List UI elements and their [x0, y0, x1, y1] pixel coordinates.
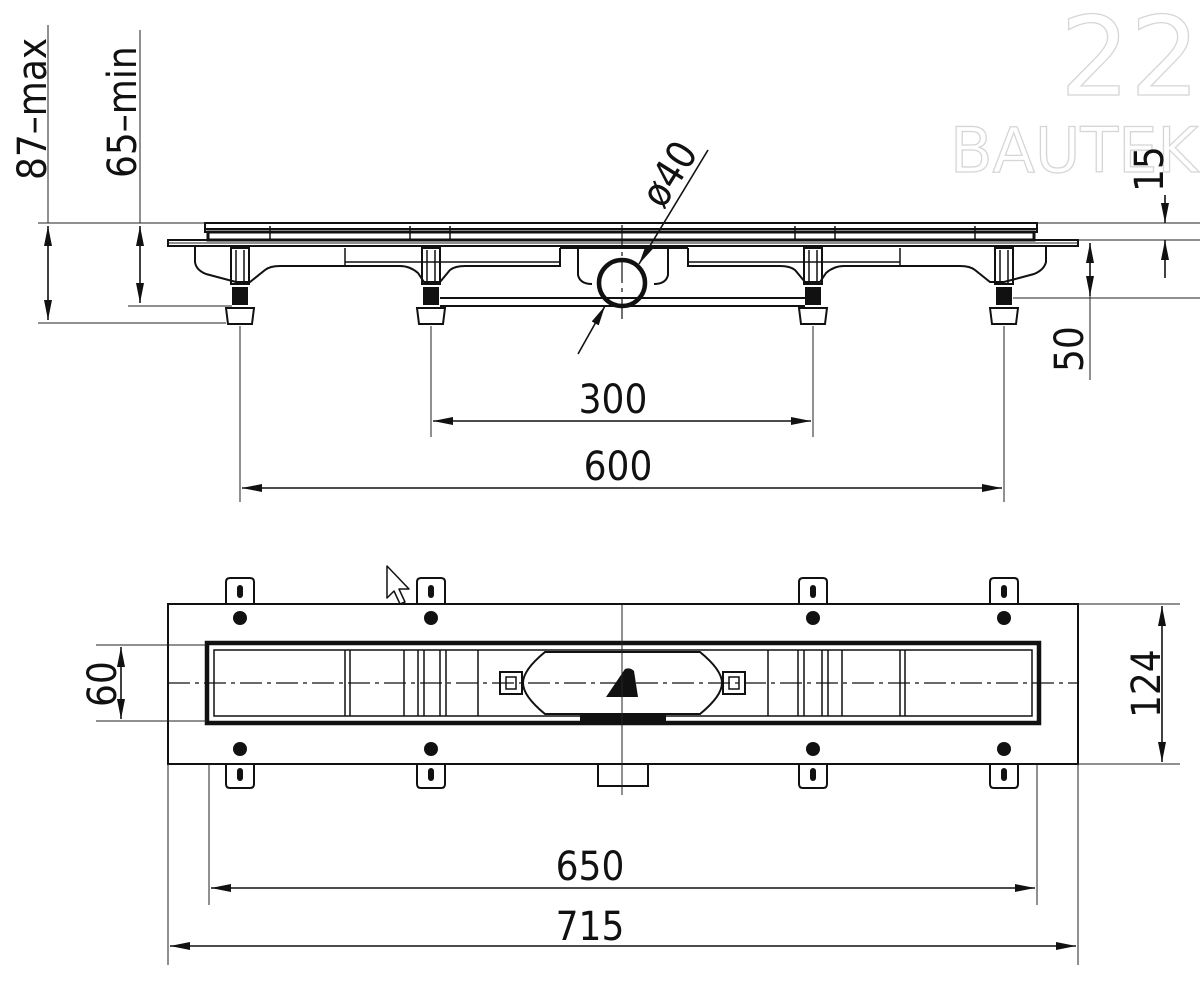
adjustable-foot-4: [988, 247, 1020, 325]
watermark: 22 BAUTEK: [949, 0, 1200, 188]
dimension-650: 650: [211, 844, 1035, 892]
dimension-65-min: 65–min: [100, 46, 146, 303]
dimension-50: 50: [1047, 243, 1094, 380]
dimension-60: 60: [80, 647, 126, 719]
label-650: 650: [556, 844, 625, 890]
label-60: 60: [80, 661, 126, 707]
adjustable-foot-2: [415, 247, 447, 325]
bottom-rail: [440, 297, 805, 307]
mouse-cursor-icon: [386, 565, 410, 605]
adjustable-foot-3: [797, 247, 829, 325]
label-diameter-40: ø40: [632, 133, 707, 215]
dimension-87-max: 87–max: [10, 38, 56, 320]
drain-flange: [167, 239, 1079, 247]
dimension-15: 15: [1127, 146, 1173, 278]
drain-grate-cover: [204, 222, 1038, 242]
dimension-600: 600: [242, 444, 1002, 492]
dimension-124: 124: [1124, 606, 1170, 762]
label-715: 715: [556, 904, 625, 950]
dimension-diameter-40: ø40: [577, 133, 709, 355]
side-view: 87–max 65–min ø40 15 50 300: [10, 25, 1200, 502]
drain-channel-body: [194, 246, 1047, 283]
mounting-brackets-bottom: [225, 742, 1019, 789]
centre-lines: [168, 604, 1078, 795]
top-view: 60 124 650 715: [80, 577, 1180, 965]
mounting-brackets-top: [225, 577, 1019, 625]
watermark-number: 22: [1060, 0, 1200, 121]
label-300: 300: [579, 377, 648, 423]
label-124: 124: [1124, 649, 1170, 718]
dimension-300: 300: [433, 377, 811, 425]
extension-lines: [38, 25, 1200, 502]
label-15: 15: [1127, 146, 1173, 192]
label-65-min: 65–min: [100, 46, 146, 178]
top-extension-lines: [96, 603, 1180, 965]
label-50: 50: [1047, 326, 1093, 372]
label-87-max: 87–max: [10, 38, 56, 180]
adjustable-foot-1: [224, 247, 256, 325]
watermark-brand: BAUTEK: [950, 114, 1199, 187]
label-600: 600: [584, 444, 653, 490]
dimension-715: 715: [170, 904, 1076, 950]
